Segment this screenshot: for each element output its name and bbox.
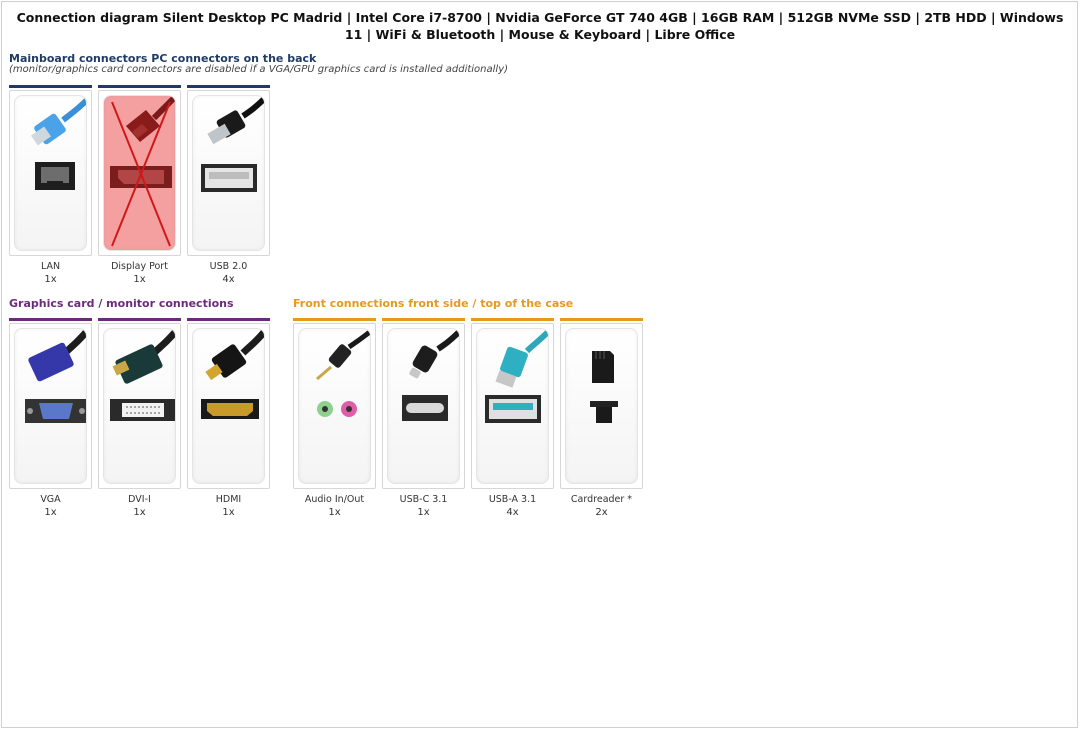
connector-card-audio: Audio In/Out 1x [293, 318, 376, 519]
usb-a-3-icon [476, 328, 549, 484]
connector-count: 1x [44, 274, 57, 285]
connector-card-usb2: USB 2.0 4x [187, 85, 270, 286]
page-title: Connection diagram Silent Desktop PC Mad… [16, 10, 1064, 42]
connector-label: Audio In/Out [304, 494, 365, 505]
connector-card-usba3: USB-A 3.1 4x [471, 318, 554, 519]
usb-a-icon [192, 95, 265, 251]
connector-count: 2x [595, 507, 608, 518]
card-topbar [98, 85, 181, 88]
card-topbar [98, 318, 181, 321]
connector-count: 1x [417, 507, 430, 518]
connector-count: 1x [133, 507, 146, 518]
connector-card-cardreader: Cardreader * 2x [560, 318, 643, 519]
card-topbar [187, 318, 270, 321]
hdmi-icon [192, 328, 265, 484]
card-topbar [187, 85, 270, 88]
connector-card-hdmi: HDMI 1x [187, 318, 270, 519]
connector-card-vga: VGA 1x [9, 318, 92, 519]
connector-label: USB 2.0 [209, 261, 248, 272]
connector-count: 1x [222, 507, 235, 518]
connector-count: 1x [44, 507, 57, 518]
audio-jack-icon [298, 328, 371, 484]
sd-card-icon [565, 328, 638, 484]
card-topbar [560, 318, 643, 321]
connector-card-displayport: Display Port 1x [98, 85, 181, 286]
connector-label: VGA [40, 494, 61, 505]
connector-label: USB-A 3.1 [488, 494, 537, 505]
usb-c-icon [387, 328, 460, 484]
mainboard-heading: Mainboard connectors PC connectors on th… [9, 52, 317, 65]
connector-label: LAN [40, 261, 61, 272]
connector-label: USB-C 3.1 [399, 494, 448, 505]
connector-card-lan: LAN 1x [9, 85, 92, 286]
connector-label: HDMI [215, 494, 242, 505]
vga-icon [14, 328, 87, 484]
card-topbar [382, 318, 465, 321]
dvi-icon [103, 328, 176, 484]
graphics-heading: Graphics card / monitor connections [9, 297, 234, 310]
connector-count: 4x [222, 274, 235, 285]
connector-label: DVI-I [128, 494, 151, 505]
connector-label: Cardreader * [570, 494, 633, 505]
connector-card-dvi: DVI-I 1x [98, 318, 181, 519]
mainboard-note: (monitor/graphics card connectors are di… [9, 64, 509, 75]
ethernet-icon [14, 95, 87, 251]
displayport-icon [103, 95, 176, 251]
connector-count: 1x [133, 274, 146, 285]
front-heading: Front connections front side / top of th… [293, 297, 574, 310]
connector-count: 4x [506, 507, 519, 518]
card-topbar [293, 318, 376, 321]
card-topbar [9, 85, 92, 88]
card-topbar [471, 318, 554, 321]
connector-label: Display Port [111, 261, 168, 272]
card-topbar [9, 318, 92, 321]
connector-count: 1x [328, 507, 341, 518]
connector-card-usbc: USB-C 3.1 1x [382, 318, 465, 519]
